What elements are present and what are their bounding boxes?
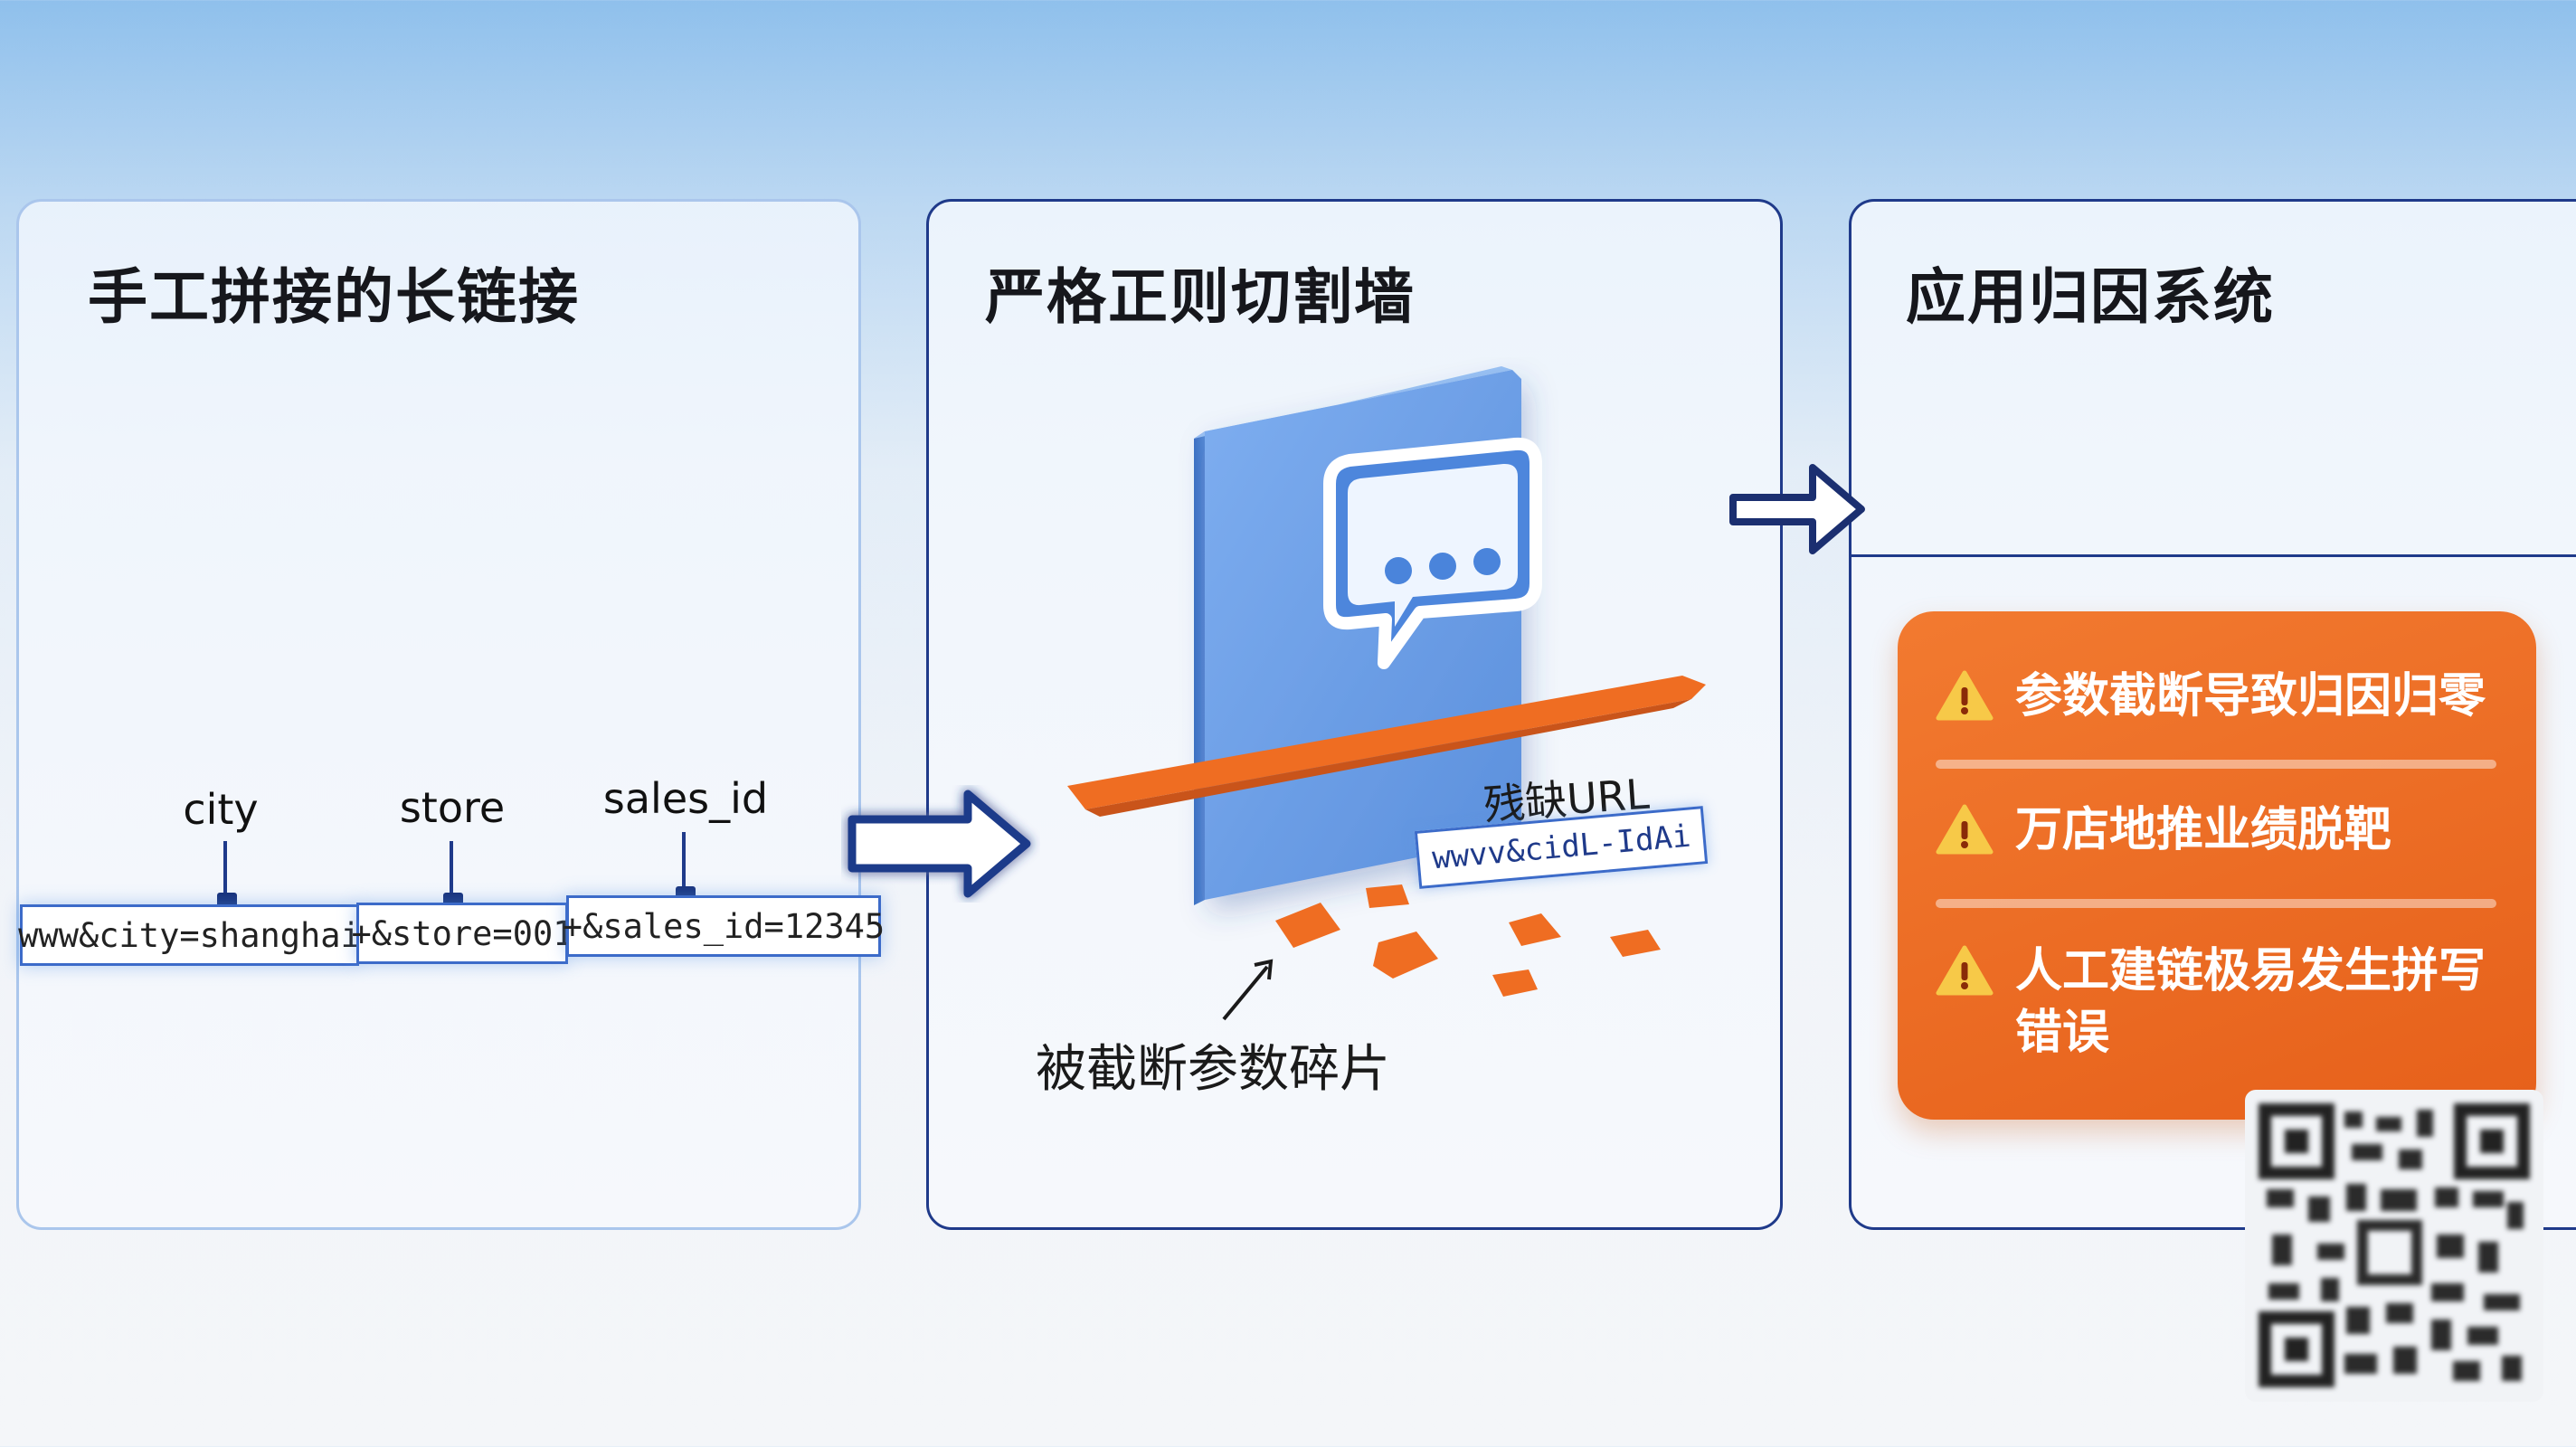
warning-text: 万店地推业绩脱靶 [2015,803,2392,857]
warning-separator [1936,899,2496,908]
warning-item: 人工建链极易发生拼写错误 [1936,941,2522,1064]
url-segment-sales-id: +&sales_id=12345 [563,895,885,957]
label-leader [223,841,227,897]
label-leader [450,841,453,897]
param-label-city: city [183,785,259,834]
param-label-store: store [399,783,506,832]
warning-text: 人工建链极易发生拼写错误 [2015,944,2486,1060]
panel-manual-link: 手工拼接的长链接 [16,199,861,1230]
chat-bubble-icon [1323,437,1542,669]
label-leader [682,832,686,892]
arrow-right-icon [1729,464,1865,554]
warning-icon [1936,945,1994,996]
warning-separator [1936,760,2496,769]
regex-wall [1067,366,1706,905]
pointer-arrow-icon [1222,959,1274,1021]
parameter-fragments [1275,884,1661,997]
panel-title: 应用归因系统 [1906,262,2275,332]
qr-code-icon [2245,1090,2543,1402]
panel-divider [1852,554,2576,557]
panel-title: 手工拼接的长链接 [88,262,580,332]
warning-item: 万店地推业绩脱靶 [1936,799,2522,861]
url-segment-store: +&store=001 [351,903,573,964]
warning-icon [1936,804,1994,855]
arrow-right-icon [848,790,1031,898]
panel-title: 严格正则切割墙 [985,262,1416,332]
warning-card: 参数截断导致归因归零 万店地推业绩脱靶 人工建链极易发生拼写错误 [1898,611,2536,1120]
url-segment-city: www&city=shanghai [18,904,361,966]
warning-text: 参数截断导致归因归零 [2015,669,2486,724]
param-label-sales-id: sales_id [602,774,769,823]
warning-item: 参数截断导致归因归零 [1936,666,2522,727]
fragments-caption: 被截断参数碎片 [1036,1040,1390,1099]
warning-icon [1936,670,1994,721]
